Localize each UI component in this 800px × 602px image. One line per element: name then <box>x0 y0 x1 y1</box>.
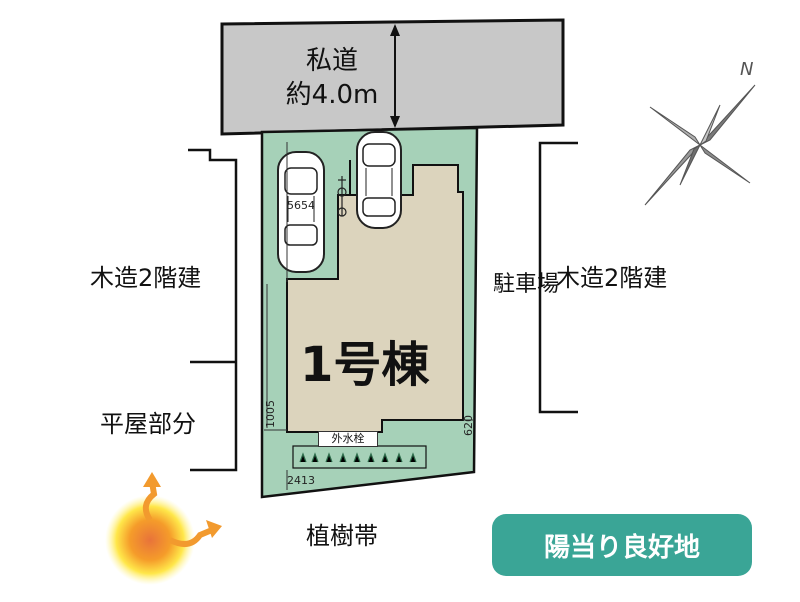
sunny-lot-badge: 陽当り良好地 <box>492 514 752 576</box>
road-label: 私道 約4.0m <box>266 44 398 112</box>
planting-label: 植樹帯 <box>306 522 378 550</box>
planting-strip <box>292 445 427 469</box>
dimension-620: 620 <box>462 415 475 436</box>
west-neighbor-label: 木造2階建 <box>90 264 202 292</box>
sun-icon <box>105 472 222 585</box>
faucet-label: 外水栓 <box>318 431 378 447</box>
east-neighbor-outline <box>538 141 578 414</box>
dimension-1005: 1005 <box>264 400 277 428</box>
west-low-label: 平屋部分 <box>100 410 196 438</box>
private-road <box>220 18 565 136</box>
svg-text:N: N <box>740 59 753 80</box>
car-icon <box>356 131 402 229</box>
road-width: 約4.0m <box>285 80 379 110</box>
compass-icon: N <box>644 59 756 206</box>
road-title: 私道 <box>305 46 358 76</box>
bicycle-icon <box>337 176 347 217</box>
west-neighbor-outline <box>188 148 238 472</box>
building-label: 1号棟 <box>300 337 430 393</box>
east-neighbor-label: 木造2階建 <box>556 264 668 292</box>
grass-marks <box>299 452 417 463</box>
dimension-2413: 2413 <box>287 474 315 487</box>
dimension-5654: 5654 <box>287 199 315 212</box>
parking-label: 駐車場 <box>493 272 560 297</box>
car-icon <box>277 151 325 273</box>
